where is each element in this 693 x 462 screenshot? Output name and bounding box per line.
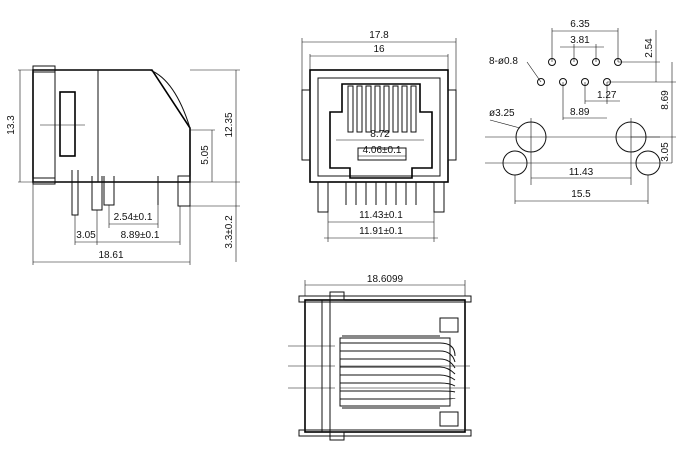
dim-fp-pin-hole: 8-ø0.8 xyxy=(489,56,518,67)
dim-fp-mount-hole: ø3.25 xyxy=(489,108,515,119)
dim-opening-width: 8.72 xyxy=(370,129,390,140)
dim-pin-tail: 3.3±0.2 xyxy=(224,215,235,249)
dim-fp-row-offset: 2.54 xyxy=(644,38,655,58)
dim-tab-width: 4.06±0.1 xyxy=(363,145,402,156)
dim-fp-post-offset: 3.05 xyxy=(660,142,671,162)
side-view: 13.3 12.35 5.05 3.3±0.2 2.54±0.1 3.05 8.… xyxy=(6,65,240,265)
dim-pin-offset: 3.05 xyxy=(76,230,96,241)
dim-fp-post-span: 15.5 xyxy=(571,189,591,200)
dim-fp-pin-pitch-bottom: 1.27 xyxy=(597,90,617,101)
dim-height-upper: 12.35 xyxy=(224,112,235,137)
bottom-view: 18.6099 xyxy=(288,274,472,441)
dim-fp-pin-span-bottom: 8.89 xyxy=(570,107,590,118)
front-view: 17.8 16 8.72 4.06±0.1 11.43±0.1 11.91±0.… xyxy=(301,30,457,242)
dim-overall-length: 18.61 xyxy=(98,250,123,261)
dim-pin-height: 5.05 xyxy=(200,145,211,165)
dim-fp-pin-pitch-top: 3.81 xyxy=(570,35,590,46)
dim-front-inner: 16 xyxy=(373,44,385,55)
dim-pin-pitch: 2.54±0.1 xyxy=(114,212,153,223)
pcb-footprint-view: 6.35 3.81 2.54 8.69 3.05 8-ø0.8 1.27 8.8… xyxy=(485,19,676,204)
dim-pcb-span: 11.43±0.1 xyxy=(359,210,403,221)
dim-fp-mount-span: 11.43 xyxy=(569,167,594,178)
dim-pin-span: 8.89±0.1 xyxy=(121,230,160,241)
dim-fp-pin-span-top: 6.35 xyxy=(570,19,590,30)
dim-bottom-length: 18.6099 xyxy=(367,274,404,285)
dim-front-width: 17.8 xyxy=(369,30,389,41)
dim-height-total: 13.3 xyxy=(6,115,17,135)
dim-bottom-span: 11.91±0.1 xyxy=(359,226,403,237)
dim-fp-mount-to-pin: 8.69 xyxy=(660,90,671,110)
